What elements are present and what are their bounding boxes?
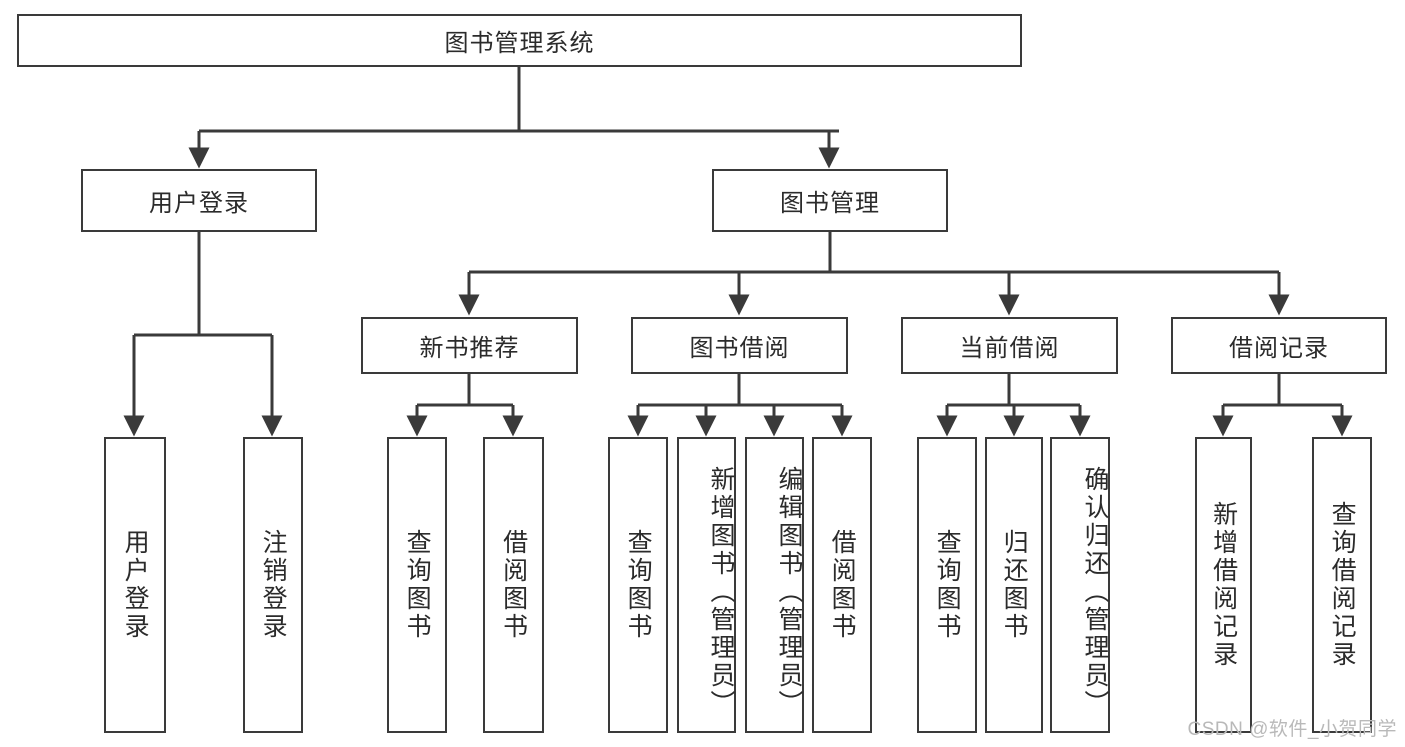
node-book-management-label: 图书管理 — [780, 190, 880, 217]
node-leaf-query-borrow-record-label: 查询借阅记录 — [1328, 501, 1357, 669]
node-leaf-add-book-admin-label: 新增图书（管理员） — [707, 466, 735, 718]
node-leaf-add-book-admin[interactable]: 新增图书（管理员） — [677, 437, 736, 733]
node-leaf-query-book-borrow[interactable]: 查询图书 — [608, 437, 668, 733]
node-borrow-record[interactable]: 借阅记录 — [1171, 317, 1387, 374]
node-user-login-label: 用户登录 — [149, 190, 249, 217]
node-root-label: 图书管理系统 — [444, 30, 595, 57]
node-leaf-borrow-book-rec-label: 借阅图书 — [499, 529, 528, 641]
node-leaf-query-book-rec[interactable]: 查询图书 — [387, 437, 447, 733]
node-new-book-recommend[interactable]: 新书推荐 — [361, 317, 578, 374]
node-book-borrow-label: 图书借阅 — [689, 335, 790, 362]
node-current-borrow[interactable]: 当前借阅 — [901, 317, 1118, 374]
node-leaf-query-borrow-record[interactable]: 查询借阅记录 — [1312, 437, 1372, 733]
node-leaf-user-login-label: 用户登录 — [121, 529, 150, 641]
node-leaf-query-book-current-label: 查询图书 — [933, 529, 962, 641]
node-current-borrow-label: 当前借阅 — [959, 335, 1060, 362]
node-leaf-edit-book-admin-label: 编辑图书（管理员） — [775, 466, 803, 718]
node-leaf-logout-login-label: 注销登录 — [259, 529, 288, 641]
node-leaf-query-book-rec-label: 查询图书 — [403, 529, 432, 641]
node-book-management[interactable]: 图书管理 — [712, 169, 948, 232]
node-leaf-edit-book-admin[interactable]: 编辑图书（管理员） — [745, 437, 804, 733]
node-leaf-add-borrow-record[interactable]: 新增借阅记录 — [1195, 437, 1252, 733]
node-leaf-user-login[interactable]: 用户登录 — [104, 437, 166, 733]
node-borrow-record-label: 借阅记录 — [1229, 335, 1329, 362]
node-leaf-add-borrow-record-label: 新增借阅记录 — [1209, 501, 1238, 669]
node-leaf-confirm-return-admin-label: 确认归还（管理员） — [1081, 466, 1109, 718]
watermark: CSDN @软件_小贺同学 — [1187, 719, 1397, 740]
node-leaf-query-book-current[interactable]: 查询图书 — [917, 437, 977, 733]
node-root[interactable]: 图书管理系统 — [17, 14, 1022, 67]
node-book-borrow[interactable]: 图书借阅 — [631, 317, 848, 374]
node-leaf-borrow-book-label: 借阅图书 — [828, 529, 857, 641]
node-leaf-borrow-book[interactable]: 借阅图书 — [812, 437, 872, 733]
node-leaf-query-book-borrow-label: 查询图书 — [624, 529, 653, 641]
node-leaf-logout-login[interactable]: 注销登录 — [243, 437, 303, 733]
node-new-book-recommend-label: 新书推荐 — [419, 335, 520, 362]
node-leaf-return-book[interactable]: 归还图书 — [985, 437, 1043, 733]
node-leaf-return-book-label: 归还图书 — [1000, 529, 1029, 641]
node-leaf-borrow-book-rec[interactable]: 借阅图书 — [483, 437, 544, 733]
node-user-login[interactable]: 用户登录 — [81, 169, 317, 232]
node-leaf-confirm-return-admin[interactable]: 确认归还（管理员） — [1050, 437, 1110, 733]
